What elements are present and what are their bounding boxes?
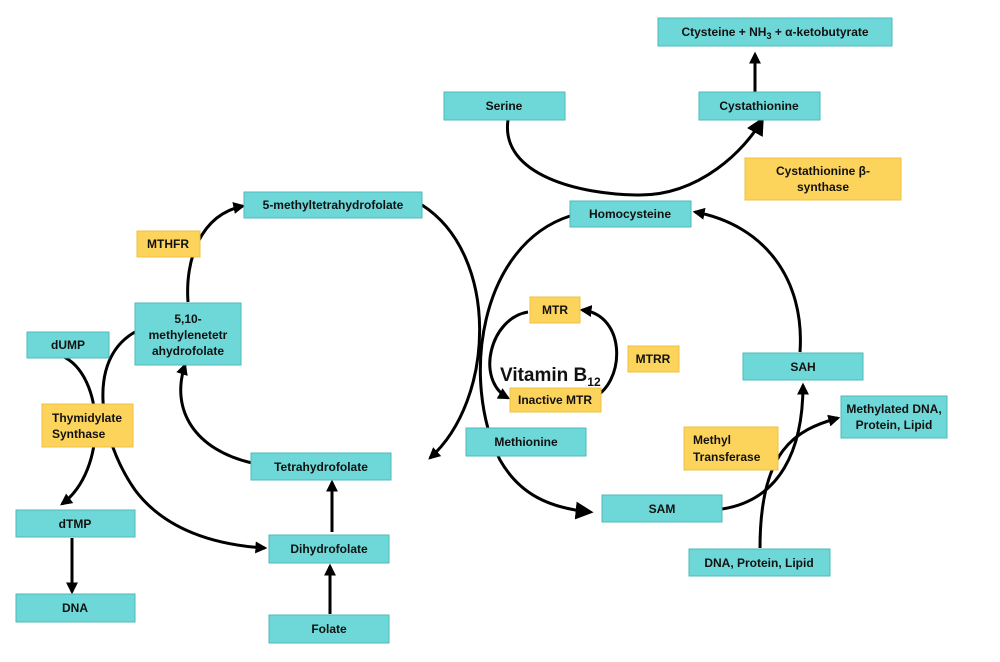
svg-text:Inactive MTR: Inactive MTR	[518, 393, 592, 407]
svg-text:MTHFR: MTHFR	[147, 237, 189, 251]
svg-text:Folate: Folate	[311, 622, 347, 636]
arrow-serine-to-cystathionine	[506, 116, 764, 197]
svg-text:Methylated DNA,: Methylated DNA,	[846, 402, 941, 416]
dna-protein-lipid-box: DNA, Protein, Lipid	[688, 548, 831, 577]
arrow-sam-to-sah	[721, 382, 809, 511]
cbs-enzyme-box: Cystathionine β- synthase	[744, 157, 902, 201]
cystathionine-box: Cystathionine	[698, 91, 821, 121]
vitamin-b12-label: Vitamin B12	[500, 365, 601, 389]
mtrr-enzyme-box: MTRR	[627, 345, 680, 373]
mtr-enzyme-box: MTR	[529, 296, 581, 324]
svg-text:methylenetetr: methylenetetr	[149, 328, 228, 342]
sah-box: SAH	[742, 352, 864, 381]
svg-text:Protein, Lipid: Protein, Lipid	[856, 418, 933, 432]
svg-text:MTR: MTR	[542, 303, 568, 317]
svg-text:Transferase: Transferase	[693, 450, 761, 464]
svg-text:Vitamin B12: Vitamin B12	[500, 365, 601, 389]
homocysteine-box: Homocysteine	[569, 200, 692, 228]
svg-text:Synthase: Synthase	[52, 427, 106, 441]
arrow-dna-to-methylated	[758, 414, 841, 549]
thf-box: Tetrahydrofolate	[250, 452, 392, 481]
svg-text:SAM: SAM	[649, 502, 676, 516]
arrow-sah-to-homocysteine	[692, 207, 802, 353]
arrow-methylene-to-dhf	[101, 330, 268, 554]
svg-text:MTRR: MTRR	[636, 352, 671, 366]
methylene-thf-box: 5,10- methylenetetr ahydrofolate	[134, 302, 242, 366]
svg-text:Homocysteine: Homocysteine	[589, 207, 671, 221]
methyl-transferase-box: Methyl Transferase	[683, 426, 779, 471]
pathway-arrows	[60, 51, 841, 614]
svg-text:DNA: DNA	[62, 601, 88, 615]
dtmp-box: dTMP	[15, 509, 136, 538]
svg-text:Thymidylate: Thymidylate	[52, 411, 122, 425]
svg-text:dUMP: dUMP	[51, 338, 85, 352]
serine-box: Serine	[443, 91, 566, 121]
svg-text:Dihydrofolate: Dihydrofolate	[290, 542, 368, 556]
svg-text:5,10-: 5,10-	[174, 312, 201, 326]
arrow-methylthf-to-thf	[421, 203, 482, 460]
sam-box: SAM	[601, 494, 723, 523]
arrow-homocysteine-to-sam	[478, 214, 594, 520]
methionine-box: Methionine	[465, 427, 587, 457]
folate-box: Folate	[268, 614, 390, 644]
arrow-mtr-to-inactive-mtr	[488, 310, 529, 400]
cysteine-box: Ctysteine + NH3 + α-ketobutyrate	[657, 17, 893, 47]
svg-text:Ctysteine + NH3 + α-ketobutyra: Ctysteine + NH3 + α-ketobutyrate	[681, 25, 868, 41]
svg-text:Cystathionine: Cystathionine	[719, 99, 799, 113]
dhf-box: Dihydrofolate	[268, 534, 390, 564]
dna-box: DNA	[15, 593, 136, 623]
svg-text:5-methyltetrahydrofolate: 5-methyltetrahydrofolate	[263, 198, 404, 212]
svg-text:Tetrahydrofolate: Tetrahydrofolate	[274, 460, 368, 474]
svg-text:SAH: SAH	[790, 360, 815, 374]
dump-box: dUMP	[26, 331, 110, 359]
inactive-mtr-enzyme-box: Inactive MTR	[509, 387, 602, 413]
svg-text:dTMP: dTMP	[59, 517, 92, 531]
methylthf-box: 5-methyltetrahydrofolate	[243, 191, 423, 219]
arrow-inactive-mtr-to-mtr	[579, 305, 619, 400]
mthfr-enzyme-box: MTHFR	[136, 230, 201, 258]
thymidylate-synthase-box: Thymidylate Synthase	[41, 403, 134, 448]
arrow-thf-to-methylene	[176, 362, 253, 465]
svg-text:Methyl: Methyl	[693, 433, 731, 447]
svg-text:synthase: synthase	[797, 180, 849, 194]
methylated-box: Methylated DNA, Protein, Lipid	[840, 395, 948, 439]
svg-text:Serine: Serine	[486, 99, 523, 113]
svg-text:DNA, Protein, Lipid: DNA, Protein, Lipid	[704, 556, 813, 570]
svg-text:Cystathionine β-: Cystathionine β-	[776, 164, 870, 178]
svg-text:Methionine: Methionine	[494, 435, 558, 449]
svg-text:ahydrofolate: ahydrofolate	[152, 344, 224, 358]
